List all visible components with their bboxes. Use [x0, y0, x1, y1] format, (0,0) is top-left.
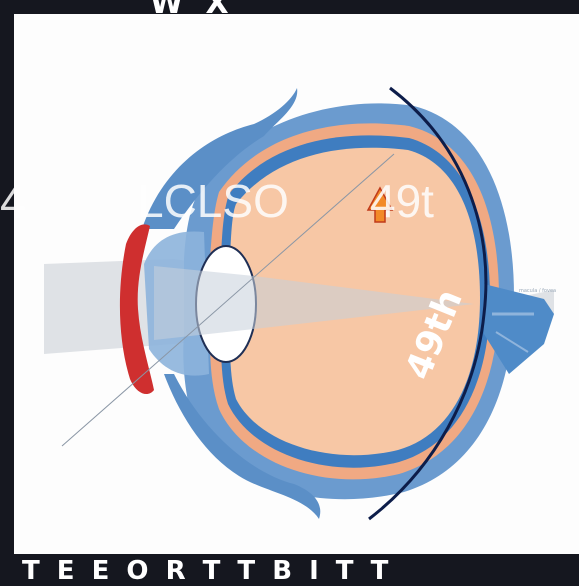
- overlay-center-text: LCLSO: [138, 174, 289, 228]
- bottom-cropped-text: T E E O R T T B I T T: [22, 556, 572, 586]
- watermark-overlay: 4 LCLSO 49t: [0, 174, 579, 244]
- overlay-right-text: 49t: [370, 174, 434, 228]
- macula-label: macula / fovea: [519, 288, 556, 294]
- eye-diagram-panel: macula / fovea: [14, 14, 579, 554]
- eye-diagram: [14, 14, 579, 554]
- overlay-left-fragment: 4: [0, 174, 26, 228]
